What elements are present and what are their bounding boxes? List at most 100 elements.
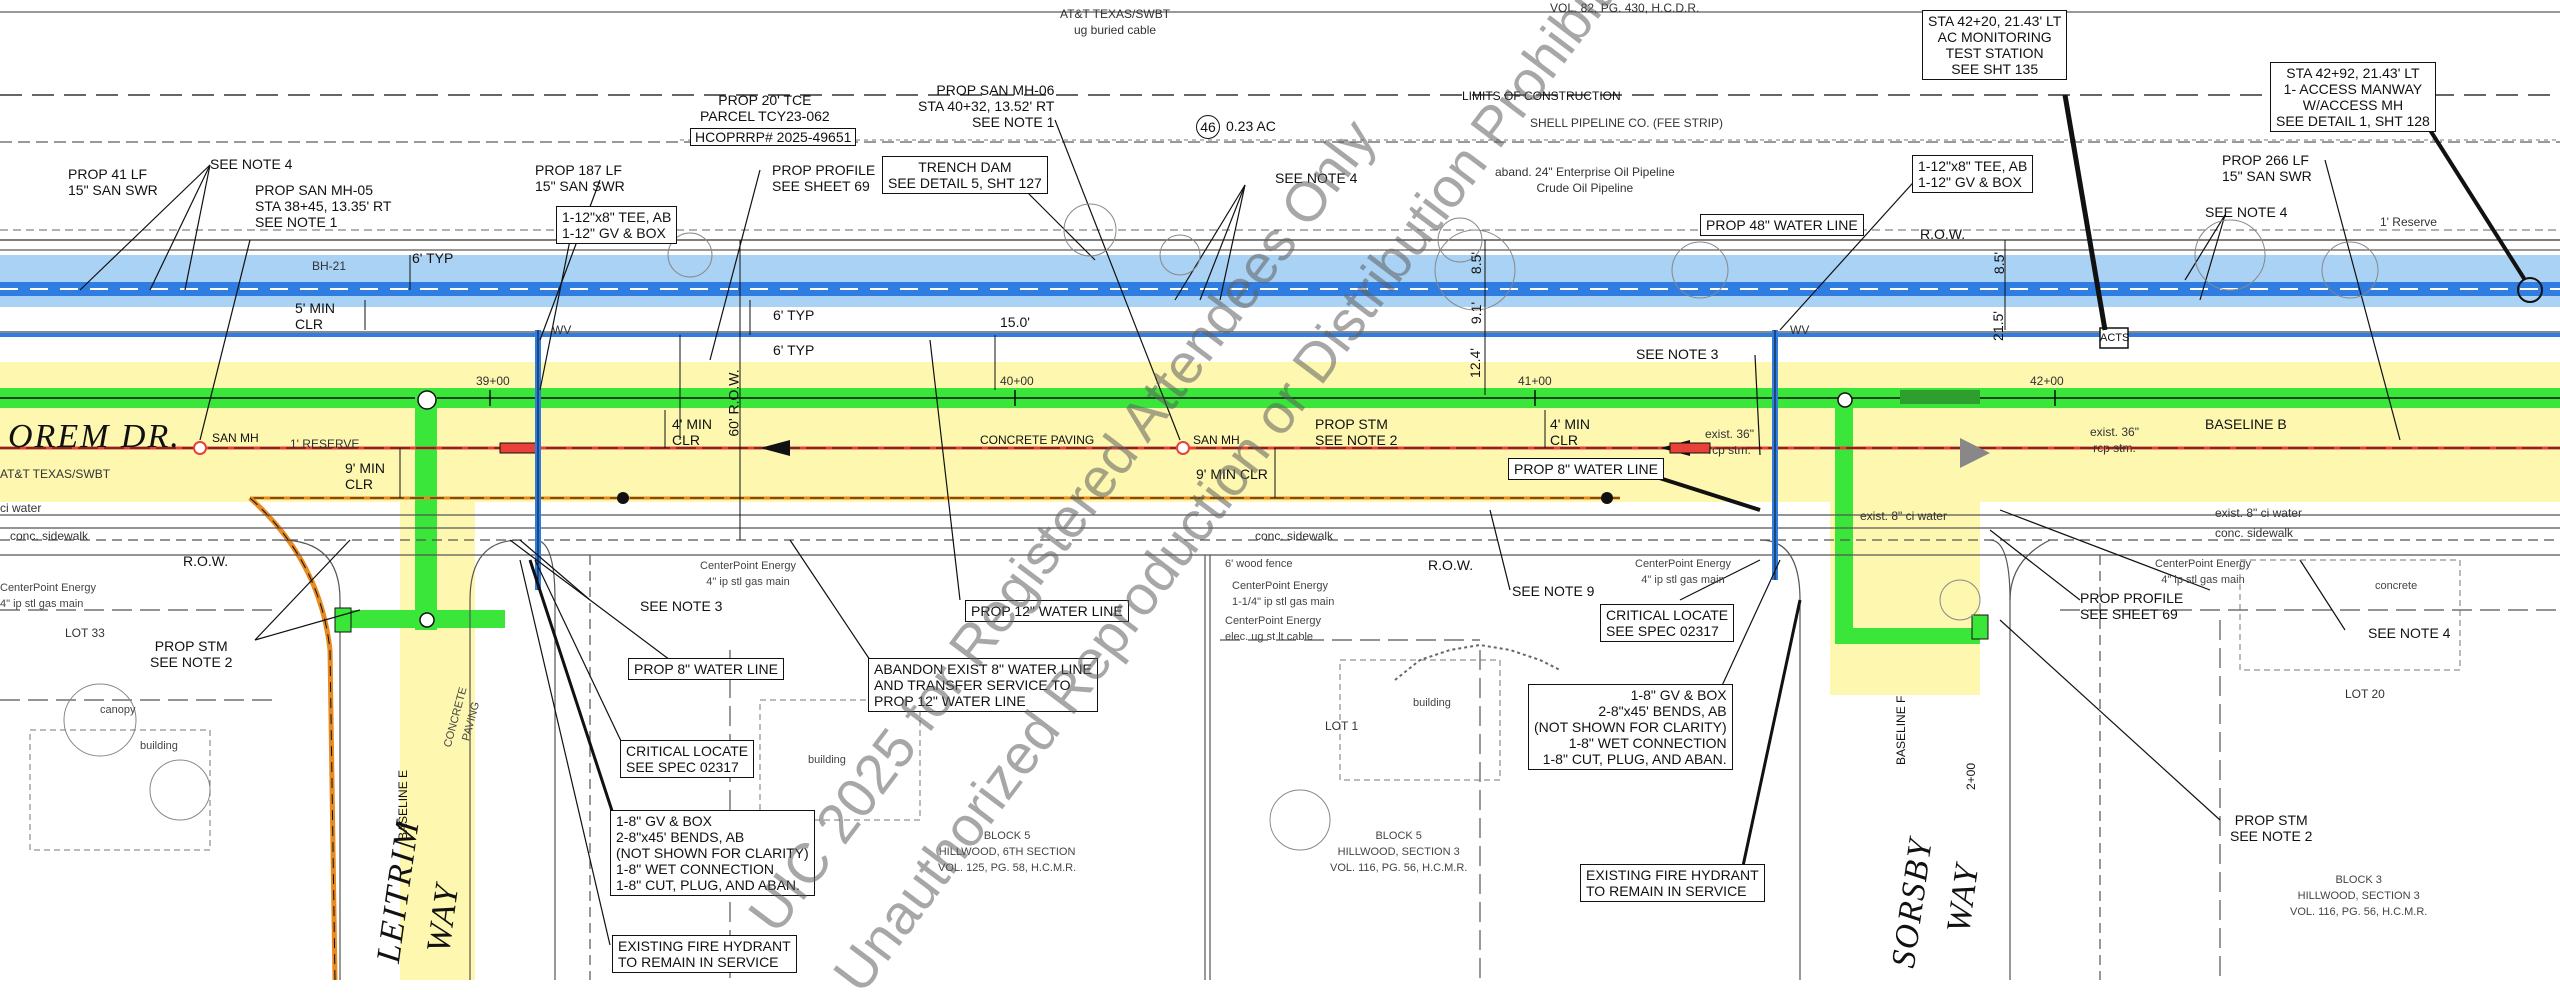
callout-gv-right: 1-8" GV & BOX 2-8"x45' BENDS, AB (NOT SH…: [1528, 684, 1733, 770]
label-see-note9: SEE NOTE 9: [1512, 583, 1595, 599]
label-see-note3-b: SEE NOTE 3: [1636, 346, 1719, 362]
label-4min-b: 4' MIN CLR: [1550, 416, 1591, 448]
label-exist8-water: exist. 8" ci water: [1860, 509, 1947, 523]
label-cpe-mid-3: CenterPoint Energy elec. ug st lt cable: [1225, 615, 1321, 643]
label-wv-1: WV: [552, 323, 572, 337]
label-85b: 8.5': [1991, 251, 2008, 275]
label-row-left: R.O.W.: [183, 553, 229, 569]
callout-prop-12: PROP 12" WATER LINE: [965, 600, 1129, 622]
label-exist36-b: exist. 36" rcp stm.: [2090, 425, 2139, 455]
label-mh06: PROP SAN MH-06 STA 40+32, 13.52' RT SEE …: [918, 82, 1055, 130]
label-prop187: PROP 187 LF 15" SAN SWR: [535, 162, 625, 194]
label-exist8-water-b: exist. 8" ci water: [2215, 506, 2302, 520]
label-6typ-b: 6' TYP: [773, 307, 815, 323]
label-prop-stm-c: PROP STM SEE NOTE 2: [2230, 812, 2313, 844]
label-building-c: building: [808, 754, 846, 766]
label-lot1: LOT 1: [1325, 719, 1359, 733]
label-building-b: building: [1413, 697, 1451, 709]
label-prop41: PROP 41 LF 15" SAN SWR: [68, 166, 158, 198]
station-ticks: [489, 390, 2056, 406]
water-line-12-green: [0, 388, 2560, 644]
label-ac-area: 0.23 AC: [1226, 118, 1276, 134]
callout-critical-right: CRITICAL LOCATE SEE SPEC 02317: [1600, 604, 1735, 642]
dimension-lines: [364, 240, 2006, 540]
label-building-a: building: [140, 740, 178, 752]
label-row-top: R.O.W.: [1920, 226, 1966, 242]
label-lot33: LOT 33: [65, 626, 105, 640]
label-cpe-mid: CenterPoint Energy 4" ip stl gas main: [700, 560, 796, 588]
label-ac-number: 46: [1196, 115, 1220, 139]
label-cpe-left: CenterPoint Energy 4" ip stl gas main: [0, 582, 96, 610]
label-conc-sidewalk-c: conc. sidewalk: [2215, 526, 2294, 540]
label-sta-40: 40+00: [1000, 374, 1034, 388]
callout-gv-left: 1-8" GV & BOX 2-8"x45' BENDS, AB (NOT SH…: [610, 810, 815, 896]
label-ci-water: ci water: [0, 501, 42, 515]
label-bh21: BH-21: [312, 259, 347, 273]
callout-tee-left: 1-12"x8" TEE, AB 1-12" GV & BOX: [556, 206, 678, 244]
callout-tee-right: 1-12"x8" TEE, AB 1-12" GV & BOX: [1912, 155, 2034, 193]
label-sta-42: 42+00: [2030, 374, 2064, 388]
label-profile-69a: PROP PROFILE SEE SHEET 69: [772, 162, 876, 194]
label-sta-2: 2+00: [1964, 762, 1978, 790]
label-cpe-right: CenterPoint Energy 4" ip stl gas main: [1635, 558, 1731, 586]
label-cpe-right-2: CenterPoint Energy 4" ip stl gas main: [2155, 558, 2251, 586]
label-cpe-mid-2: CenterPoint Energy 1-1/4" ip stl gas mai…: [1232, 580, 1335, 608]
label-9min-a: 9' MIN CLR: [345, 460, 386, 492]
water-line-48: [0, 255, 2560, 337]
label-san-mh-2: SAN MH: [1193, 433, 1240, 447]
label-see-note3-a: SEE NOTE 3: [640, 598, 723, 614]
label-see-note4-c: SEE NOTE 4: [2205, 204, 2288, 220]
label-crude: aband. 24" Enterprise Oil Pipeline Crude…: [1495, 165, 1675, 195]
label-conc-sidewalk-b: conc. sidewalk: [1255, 529, 1334, 543]
label-baseline-f: BASELINE F: [1894, 695, 1908, 765]
label-vol-top: VOL. 82, PG. 430, H.C.D.R.: [1550, 1, 1700, 15]
label-wood-fence: 6' wood fence: [1225, 558, 1293, 570]
callout-hydrant-left: EXISTING FIRE HYDRANT TO REMAIN IN SERVI…: [612, 935, 797, 973]
callout-hydrant-right: EXISTING FIRE HYDRANT TO REMAIN IN SERVI…: [1580, 864, 1765, 902]
callout-trench-dam: TRENCH DAM SEE DETAIL 5, SHT 127: [882, 156, 1048, 194]
label-prop266: PROP 266 LF 15" SAN SWR: [2222, 152, 2312, 184]
label-row-60: 60' R.O.W.: [725, 369, 742, 437]
callout-abandon: ABANDON EXIST 8" WATER LINE AND TRANSFER…: [868, 658, 1098, 712]
label-exist36: exist. 36" rcp stm.: [1705, 427, 1754, 457]
callout-prop-8-left: PROP 8" WATER LINE: [628, 658, 784, 680]
label-see-note4-a: SEE NOTE 4: [210, 156, 293, 172]
label-san-mh-1: SAN MH: [212, 431, 259, 445]
label-conc-sidewalk: conc. sidewalk: [10, 529, 89, 543]
label-215: 21.5': [1989, 311, 2006, 341]
label-att-top: AT&T TEXAS/SWBT ug buried cable: [1060, 7, 1171, 37]
label-6typ: 6' TYP: [412, 250, 454, 266]
label-block5b: BLOCK 5 HILLWOOD, SECTION 3 VOL. 116, PG…: [1330, 830, 1468, 874]
label-block5a: BLOCK 5 HILLWOOD, 6TH SECTION VOL. 125, …: [938, 830, 1077, 874]
fence-line: [1394, 643, 1561, 681]
label-reserve: 1' Reserve: [2380, 215, 2437, 229]
callout-tce: PROP 20' TCE PARCEL TCY23-062: [700, 92, 830, 124]
label-att-left: AT&T TEXAS/SWBT: [0, 467, 111, 481]
label-5min: 5' MIN CLR: [295, 300, 336, 332]
label-sta-41: 41+00: [1518, 374, 1552, 388]
callout-critical-left: CRITICAL LOCATE SEE SPEC 02317: [620, 740, 755, 778]
label-shell: SHELL PIPELINE CO. (FEE STRIP): [1530, 116, 1723, 130]
sanitary-sewer: [0, 438, 2560, 468]
label-row-mid: R.O.W.: [1428, 557, 1474, 573]
label-124: 12.4': [1466, 348, 1483, 378]
label-85a: 8.5': [1468, 251, 1485, 275]
callout-prop-48: PROP 48" WATER LINE: [1700, 214, 1864, 236]
street-name-orem: OREM DR.: [8, 418, 181, 455]
label-canopy: canopy: [100, 704, 136, 716]
callout-tce-number: HCOPRRP# 2025-49651: [690, 128, 857, 146]
label-block3: BLOCK 3 HILLWOOD, SECTION 3 VOL. 116, PG…: [2290, 874, 2428, 918]
label-15ft: 15.0': [1000, 314, 1030, 330]
label-mh05: PROP SAN MH-05 STA 38+45, 13.35' RT SEE …: [255, 182, 392, 230]
label-wv-2: WV: [1790, 323, 1810, 337]
leader-lines: [79, 94, 2527, 946]
label-see-note4-d: SEE NOTE 4: [2368, 625, 2451, 641]
label-reserve-2: 1' RESERVE: [290, 437, 360, 451]
label-see-note4-b: SEE NOTE 4: [1275, 170, 1358, 186]
callout-sta-4220: STA 42+20, 21.43' LT AC MONITORING TEST …: [1922, 10, 2068, 80]
top-linework: [0, 11, 2560, 251]
curbs: [0, 514, 2560, 980]
label-4min-a: 4' MIN CLR: [672, 416, 713, 448]
label-profile-69b: PROP PROFILE SEE SHEET 69: [2080, 590, 2184, 622]
label-prop-stm-b: PROP STM SEE NOTE 2: [150, 638, 233, 670]
